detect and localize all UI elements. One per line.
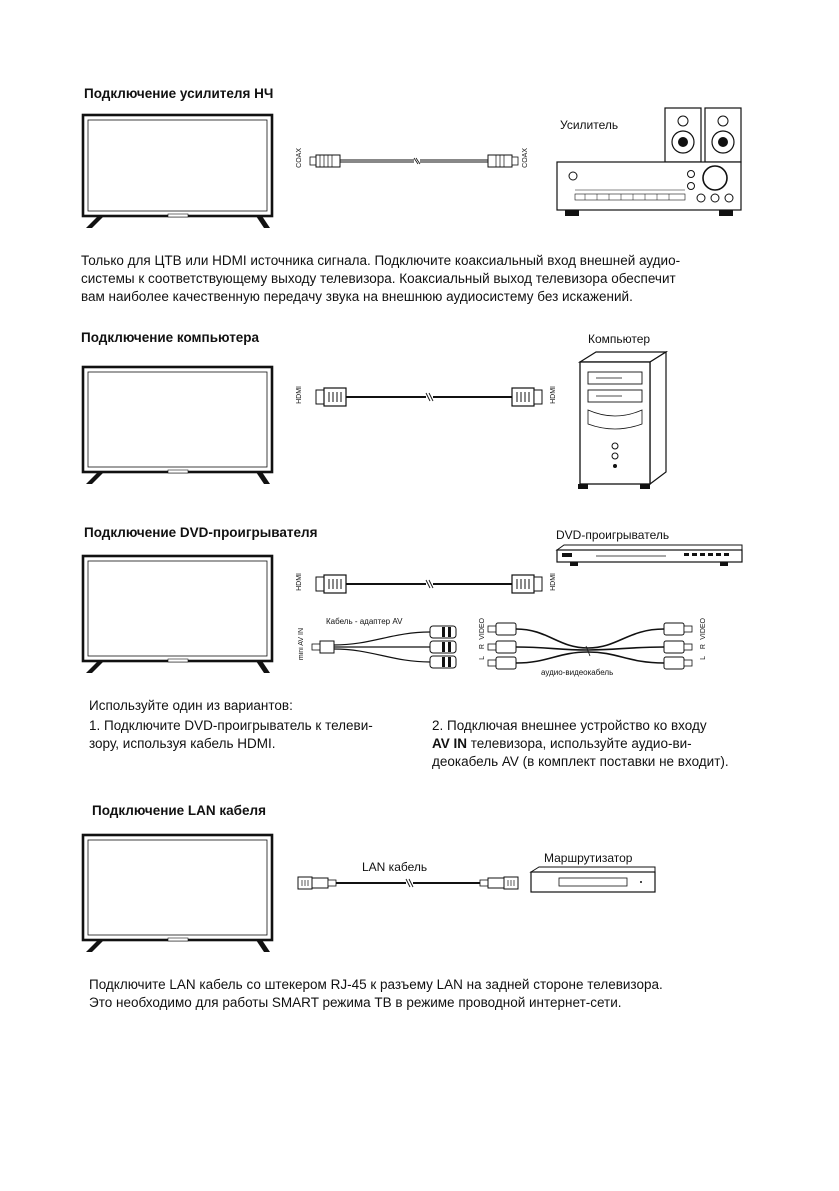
port-label-hdmi-right: HDMI [550,573,557,591]
coax-cable [309,154,519,168]
dvd-option1-line1: 1. Подключите DVD-проигрыватель к телеви… [89,718,373,733]
tv-illustration [81,554,274,673]
dvd-option2-line1: 2. Подключая внешнее устройство ко входу [432,718,707,733]
router-icon [529,866,656,893]
port-label-hdmi-left: HDMI [296,573,303,591]
dvd-option2-line2-text: телевизора, используйте аудио-ви- [467,736,692,751]
rca-left-label-l: L [479,656,486,660]
device-label-dvd: DVD-проигрыватель [556,528,670,542]
tv-illustration [81,365,274,484]
av-in-label: AV IN [432,736,468,751]
device-label-amplifier: Усилитель [560,118,619,132]
hdmi-cable [315,387,543,407]
lan-cable [297,876,519,890]
rca-left-label-video: VIDEO [479,618,486,640]
dvd-option1-line2: зору, используя кабель HDMI. [89,736,276,751]
lan-cable-label: LAN кабель [362,860,428,874]
av-adapter-cable [311,625,457,669]
amplifier-icon [556,107,742,216]
port-label-hdmi-right: HDMI [550,386,557,404]
adapter-cable-label: Кабель - адаптер AV [326,617,403,626]
dvd-intro: Используйте один из вариантов: [89,698,293,713]
section-title-pc: Подключение компьютера [81,330,260,345]
section-title-lan: Подключение LAN кабеля [92,803,266,818]
port-label-coax-right: COAX [522,148,529,168]
device-label-computer: Компьютер [588,332,651,346]
rca-right-label-video: VIDEO [700,618,707,640]
dvd-player-icon [555,544,743,566]
rca-av-cable [487,622,693,670]
rca-right-label-l: L [700,656,707,660]
hdmi-cable [315,574,543,594]
dvd-option2-line3: деокабель AV (в комплект поставки не вхо… [432,754,729,769]
port-label-mini-av: mini AV IN [298,628,305,661]
tv-illustration [81,833,274,952]
port-label-hdmi-left: HDMI [296,386,303,404]
port-label-coax-left: COAX [296,148,303,168]
paragraph-amp-1: Только для ЦТВ или HDMI источника сигнал… [81,253,681,268]
rca-left-label-r: R [479,644,486,650]
paragraph-amp-2: системы к соответствующему выходу телеви… [81,271,676,286]
paragraph-amp-3: вам наиболее качественную передачу звука… [81,289,633,304]
tv-illustration [81,113,274,228]
rca-right-label-r: R [700,644,707,650]
device-label-router: Маршрутизатор [544,851,633,865]
section-title-amp: Подключение усилителя НЧ [84,86,274,101]
paragraph-lan-2: Это необходимо для работы SMART режима Т… [89,995,622,1010]
dvd-option2-line2: AV IN телевизора, используйте аудио-ви- [432,735,692,753]
computer-tower-icon [577,350,669,489]
paragraph-lan-1: Подключите LAN кабель со штекером RJ-45 … [89,977,663,992]
section-title-dvd: Подключение DVD-проигрывателя [84,525,318,540]
av-cable-label: аудио-видеокабель [541,668,614,677]
